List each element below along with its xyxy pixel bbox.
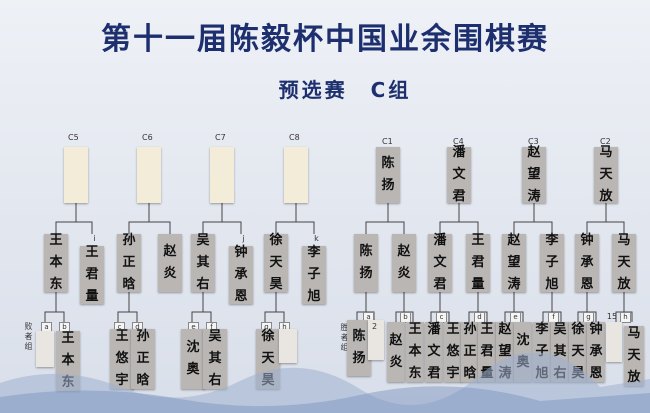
bottom-card: 王悠宇 [110,329,134,389]
match-tag: h [620,312,631,323]
slot-label: C8 [289,133,300,142]
mid-card: 赵望涛 [502,233,526,292]
mid-card: 钟承恩 [575,233,599,292]
mid-card: 王君量 [466,233,490,292]
mid-card: 李子旭 [302,245,326,304]
page-title: 第十一届陈毅杯中国业余围棋赛 [101,22,549,57]
bottom-card: 赵炎 [387,322,405,382]
bottom-card: 马天放 [624,326,644,386]
mid-card: 马天放 [612,233,636,292]
mid-card: 赵炎 [158,234,182,292]
bottom-card: 王本东 [406,322,424,382]
bottom-card: 钟承恩 [587,322,605,382]
mid-card: 李子旭 [540,233,564,292]
mid-card: 王君量 [80,245,104,304]
slot-label: C1 [382,137,393,146]
mid-letter: i [93,234,96,243]
mid-card: 潘文君 [428,233,452,292]
mid-card: 吴其右 [191,233,215,292]
bottom-card: 吴其右 [203,329,227,389]
mid-card: 钟承恩 [229,245,253,304]
top-card [137,147,161,203]
top-card: 潘文君 [447,145,471,204]
bottom-card-blank [36,331,54,367]
mid-card: 徐天昊 [264,233,288,292]
mid-letter: k [314,234,319,243]
top-card: 赵望涛 [522,145,546,204]
mid-card: 赵炎 [392,234,416,292]
seed-number: 15 [606,312,618,321]
top-card: 陈扬 [376,147,400,203]
bottom-card: 陈扬 [347,320,371,376]
bottom-card: 孙正晗 [131,329,155,389]
mid-letter: j [242,234,245,243]
top-card: 马天放 [594,145,618,204]
slot-label: C5 [68,133,79,142]
top-card [64,147,88,203]
bottom-card: 潘文君 [425,322,443,382]
mid-card: 王本东 [44,233,68,292]
seed-number: 2 [371,322,378,331]
slot-label: C3 [528,137,539,146]
bottom-card: 沈奥 [181,329,205,389]
bottom-card: 王悠宇 [444,322,462,382]
losers-group-label: 败者组 [24,322,33,351]
slot-label: C7 [215,133,226,142]
top-card [210,147,234,203]
bottom-card-blank [606,322,622,362]
bottom-card: 孙正晗 [461,322,479,382]
bottom-card-blank [368,320,384,360]
slot-label: C2 [600,137,611,146]
mountain-decoration [0,353,650,413]
slot-label: C4 [453,137,464,146]
page-subtitle: 预选赛 C组 [278,78,412,102]
bottom-card-blank [279,329,297,363]
slot-label: C6 [142,133,153,142]
mid-card: 孙正晗 [117,233,141,292]
match-tag: b [400,312,411,323]
top-card [284,147,308,203]
winners-group-label: 胜者组 [340,323,349,352]
mid-card: 陈扬 [354,234,378,292]
